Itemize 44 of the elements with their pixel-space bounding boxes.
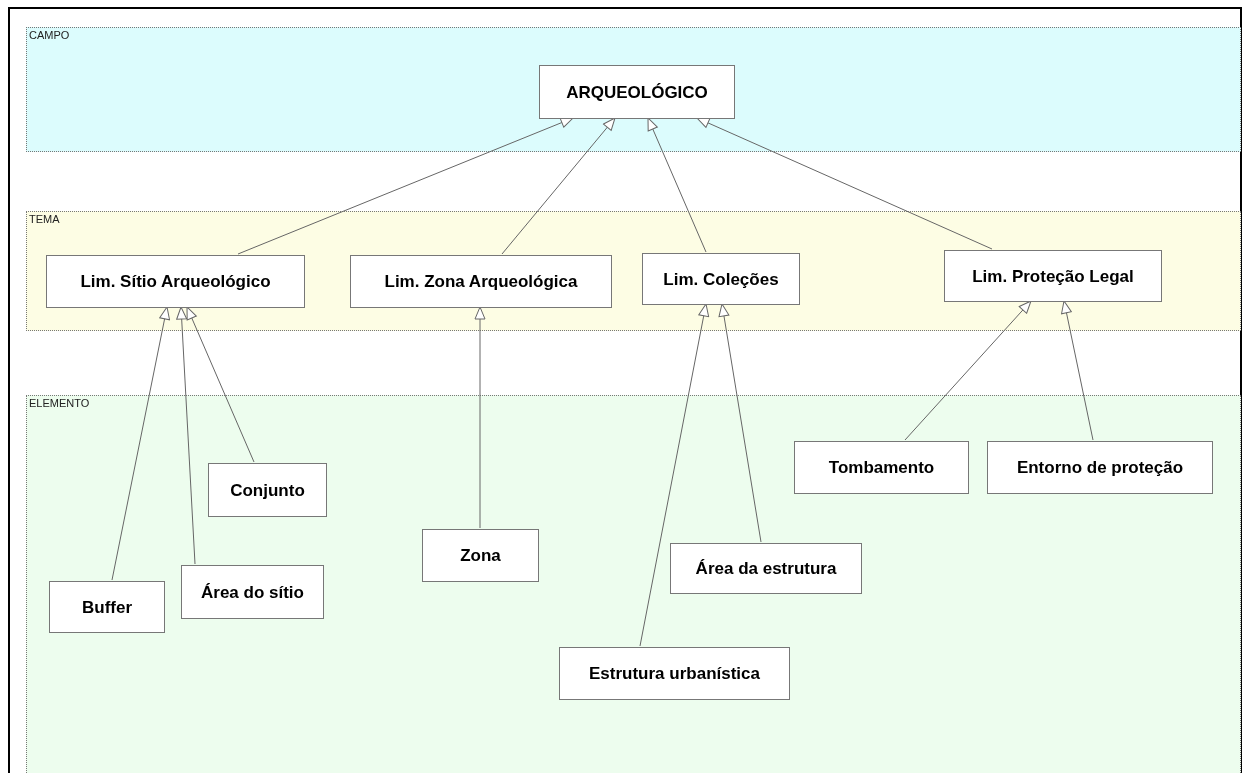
class-box xyxy=(181,565,324,619)
inheritance-arrow xyxy=(176,306,196,565)
class-name: Entorno de proteção xyxy=(1016,459,1184,476)
class-name: Área da estrutura xyxy=(695,560,837,577)
class-box xyxy=(539,65,735,119)
class-name: Lim. Sítio Arqueológico xyxy=(80,273,271,290)
class-name: Buffer xyxy=(81,598,133,616)
class-box xyxy=(559,647,790,700)
class-name: Área do sítio xyxy=(201,583,304,601)
class-box xyxy=(642,253,800,305)
swimlane-band xyxy=(26,211,1241,331)
inheritance-arrow xyxy=(696,117,993,250)
inheritance-arrow xyxy=(718,303,762,543)
inheritance-arrow xyxy=(904,300,1032,441)
inheritance-arrow xyxy=(186,306,255,463)
class-box xyxy=(350,255,612,308)
inheritance-arrow xyxy=(1061,300,1094,441)
class-box xyxy=(944,250,1162,302)
inheritance-arrow xyxy=(639,303,710,647)
class-name: Estrutura urbanística xyxy=(589,665,760,682)
inheritance-arrow xyxy=(501,117,616,255)
band-label: CAMPO xyxy=(29,30,70,41)
class-name: Conjunto xyxy=(230,481,305,499)
band-label: ELEMENTO xyxy=(29,398,90,409)
class-name: Tombamento xyxy=(828,459,935,476)
class-name: Lim. Zona Arqueológica xyxy=(384,273,578,290)
inheritance-arrow xyxy=(474,306,486,529)
inheritance-arrow xyxy=(237,117,574,255)
class-box xyxy=(987,441,1213,494)
swimlane-band xyxy=(26,27,1241,152)
class-name: ARQUEOLÓGICO xyxy=(566,83,708,101)
class-box xyxy=(670,543,862,594)
class-box xyxy=(422,529,539,582)
class-name: Lim. Coleções xyxy=(663,270,779,288)
class-name: Lim. Proteção Legal xyxy=(972,267,1134,285)
band-label: TEMA xyxy=(29,214,60,225)
class-box xyxy=(208,463,327,517)
class-box xyxy=(49,581,165,633)
class-name: Zona xyxy=(460,547,501,564)
inheritance-arrow xyxy=(111,306,171,581)
class-box xyxy=(46,255,305,308)
inheritance-arrow xyxy=(647,117,707,253)
class-box xyxy=(794,441,969,494)
swimlane-band xyxy=(26,395,1241,773)
